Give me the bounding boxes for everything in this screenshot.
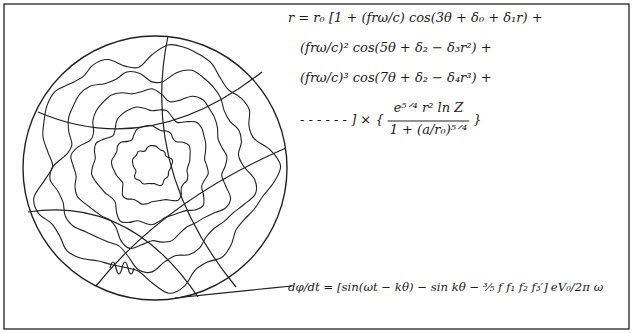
contour-line <box>34 45 281 294</box>
equation-text: 1 + (a/r₀)⁵ᐟ⁴ <box>390 122 468 138</box>
equation-text: (frω/c)³ cos(7θ + δ₂ − δ₄r³) + <box>300 70 492 86</box>
equation-text: r = r₀ [1 + (frω/c) cos(3θ + δ₀ + δ₁r) + <box>288 10 543 26</box>
contour-line <box>111 125 190 204</box>
equation-text: eV₀/2π ω <box>551 280 603 294</box>
contour-line <box>132 146 172 186</box>
radial-curve <box>162 36 236 287</box>
contour-line <box>71 89 231 249</box>
equation-text: - - - - - - ] × { <box>300 112 384 128</box>
outer-circle <box>23 36 287 300</box>
equation-text: e⁵ᐟ⁴ r² ln Z <box>394 100 464 116</box>
equation-text: dφ/dt = [sin(ωt − kθ) − sin kθ − ³⁄₅ f f… <box>288 280 548 294</box>
contour-line <box>50 70 257 272</box>
equation-text: } <box>473 112 481 128</box>
contour-line <box>91 107 208 225</box>
lead-line <box>175 286 292 298</box>
contour-lines <box>34 45 281 294</box>
radial-curve <box>96 148 286 286</box>
equation-text: (frω/c)² cos(5θ + δ₂ − δ₃r²) + <box>300 40 492 56</box>
squiggle <box>110 262 134 274</box>
frame <box>4 4 629 329</box>
radial-curves <box>28 36 292 298</box>
fraction-bar <box>388 120 470 121</box>
radial-curve <box>38 72 262 129</box>
radial-curve <box>28 210 198 297</box>
